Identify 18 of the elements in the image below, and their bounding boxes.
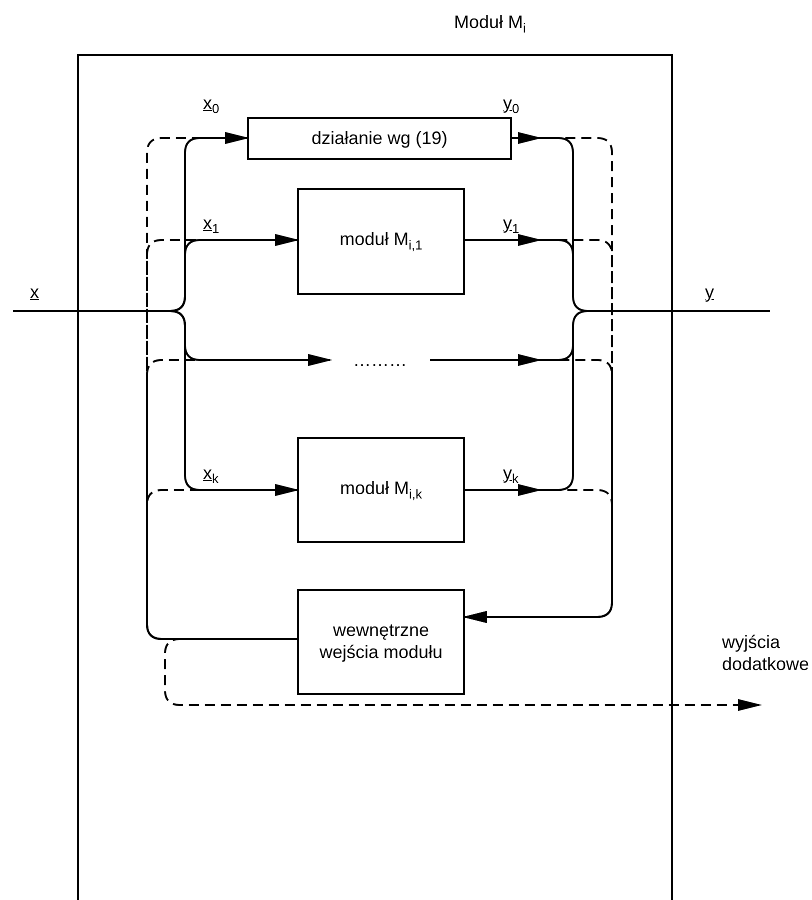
signal-label: y: [705, 283, 714, 301]
signal-label: y$_{k}$: [503, 464, 518, 485]
dashed-arrow: [146, 354, 332, 640]
signal-label: x$_{1}$: [203, 214, 220, 235]
signal-label: y$_{0}$: [503, 94, 520, 115]
signal-label: x$_{k}$: [203, 464, 218, 485]
dashed-arrow: [164, 638, 762, 711]
arrow: [430, 354, 542, 366]
edge-label: wyjścia dodatkowe: [722, 632, 810, 676]
module-box: moduł M$_{i,1}$: [297, 188, 465, 295]
module-title: Moduł M$_{i}$: [454, 12, 526, 36]
signal-label: x$_{0}$: [203, 94, 220, 115]
process-box: działanie wg (19): [247, 117, 512, 160]
ellipsis-text: ………: [330, 345, 430, 375]
signal-label: y$_{1}$: [503, 214, 520, 235]
signal-label: x: [30, 283, 39, 301]
module-box: moduł M$_{i,k}$: [297, 437, 465, 543]
process-box: wewnętrzne wejścia modułu: [297, 589, 465, 695]
